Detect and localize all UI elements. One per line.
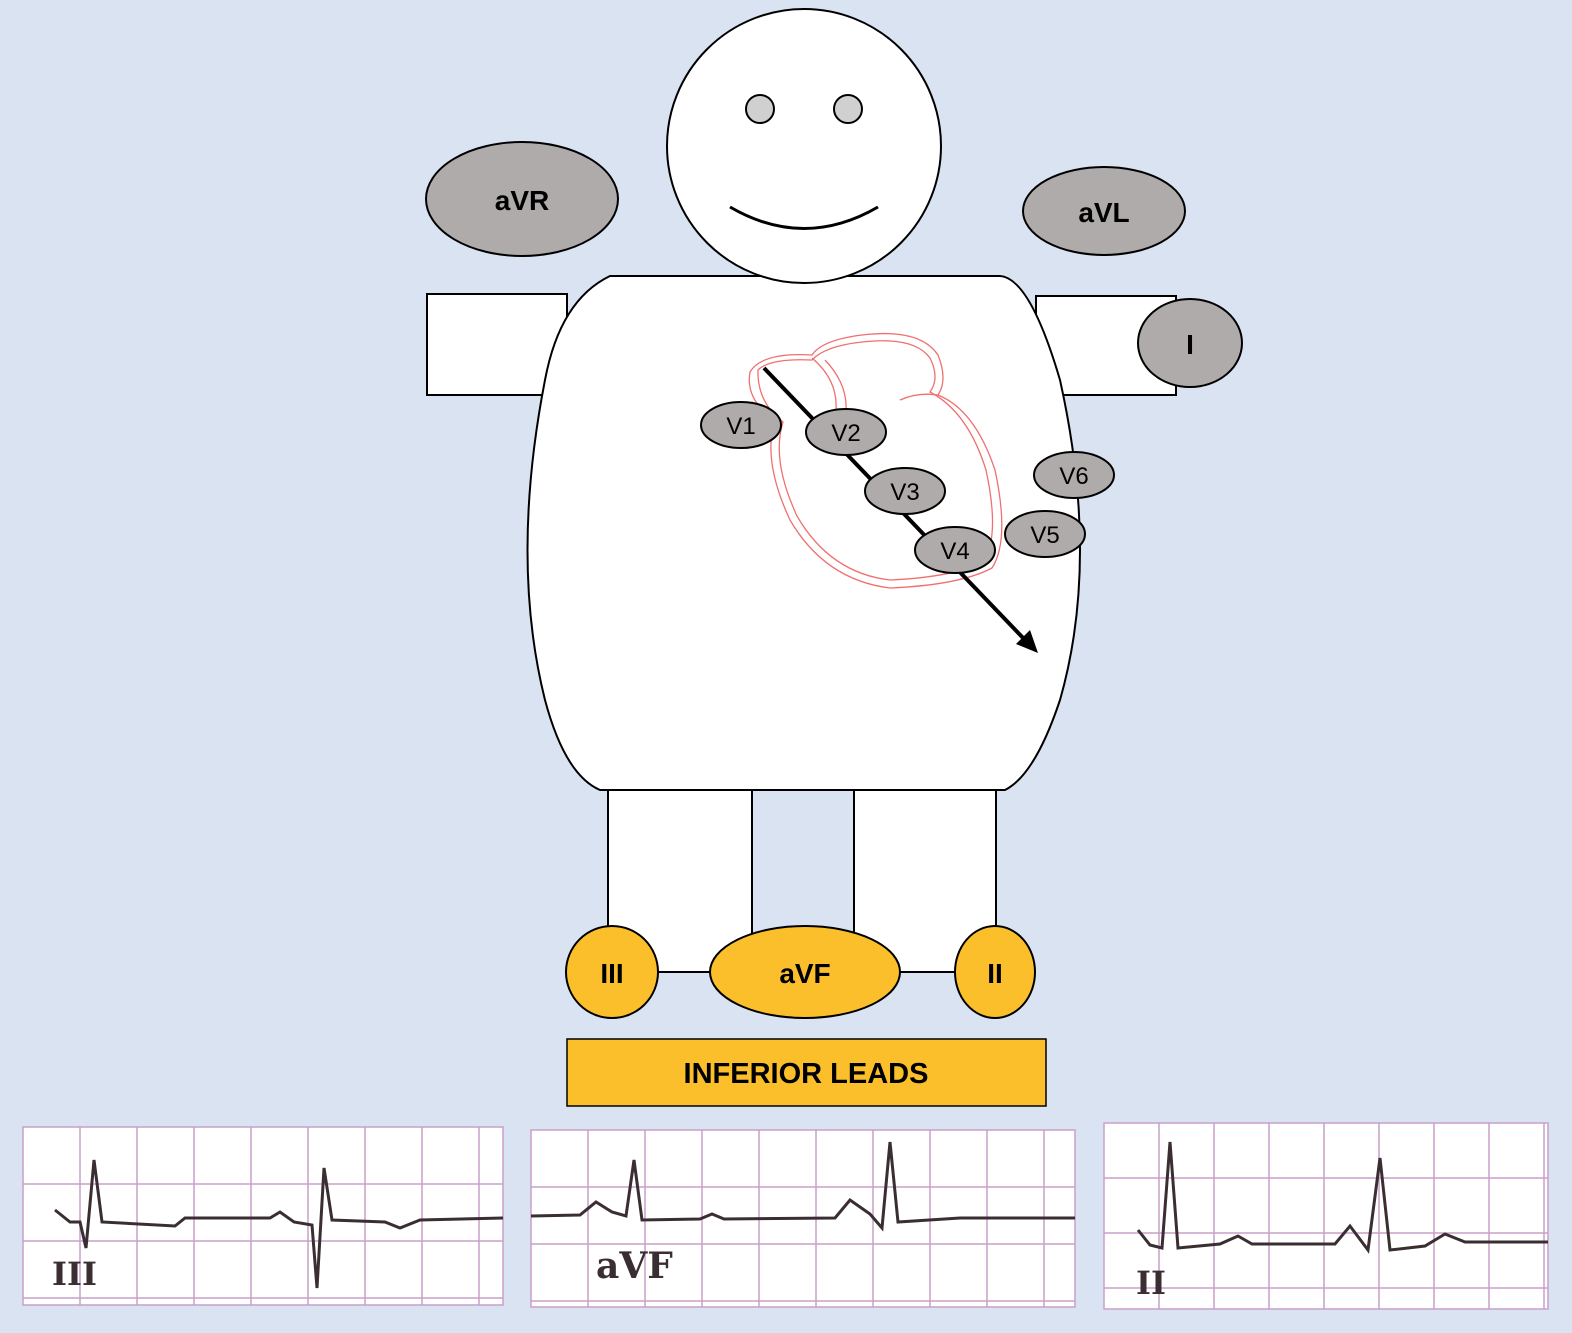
left-arm: [426, 293, 568, 396]
figure: [426, 8, 1177, 973]
ecg-strip-avf-label: aVF: [596, 1245, 673, 1287]
smile-icon: [729, 205, 879, 230]
ecg-grid: [22, 1126, 504, 1306]
lead-iii: III: [565, 925, 659, 1019]
lead-avr: aVR: [425, 141, 619, 257]
lead-iii-label: III: [600, 958, 623, 989]
lead-v1: V1: [700, 401, 782, 449]
head: [666, 8, 942, 284]
lead-v5: V5: [1004, 510, 1086, 558]
lead-v3: V3: [864, 467, 946, 515]
lead-v6-label: V6: [1059, 463, 1088, 490]
lead-ii: II: [954, 925, 1036, 1019]
ecg-strip-avf: aVF: [530, 1129, 1076, 1308]
ecg-trace: [1136, 1141, 1548, 1254]
heart-icon: [748, 332, 1003, 589]
lead-i: I: [1137, 298, 1243, 388]
lead-ii-label: II: [987, 958, 1003, 989]
lead-avl: aVL: [1022, 166, 1186, 256]
ecg-trace: [530, 1141, 1075, 1232]
lead-avr-label: aVR: [495, 185, 549, 216]
lead-v6: V6: [1033, 451, 1115, 499]
lead-avl-label: aVL: [1078, 197, 1129, 228]
ecg-strip-ii-label: II: [1136, 1264, 1166, 1302]
lead-v1-label: V1: [726, 413, 755, 440]
lead-i-label: I: [1186, 329, 1194, 360]
lead-avf: aVF: [709, 925, 901, 1019]
torso: [526, 275, 1081, 791]
ecg-trace: [54, 1159, 504, 1289]
ecg-grid-border: [22, 1126, 504, 1306]
lead-v5-label: V5: [1030, 522, 1059, 549]
inferior-leads-banner: INFERIOR LEADS: [566, 1038, 1047, 1107]
ecg-grid-border: [1103, 1122, 1549, 1310]
lead-v4-label: V4: [940, 538, 969, 565]
ecg-strip-iii-label: III: [52, 1255, 97, 1293]
lead-v2: V2: [805, 408, 887, 456]
ecg-grid: [1103, 1122, 1549, 1310]
right-eye-icon: [833, 94, 863, 124]
lead-avf-label: aVF: [779, 958, 830, 989]
lead-v2-label: V2: [831, 420, 860, 447]
ecg-strip-iii: III: [22, 1126, 504, 1306]
lead-v3-label: V3: [890, 479, 919, 506]
banner-label: INFERIOR LEADS: [684, 1058, 929, 1090]
left-eye-icon: [745, 94, 775, 124]
lead-v4: V4: [914, 526, 996, 574]
ecg-strip-ii: II: [1103, 1122, 1549, 1310]
